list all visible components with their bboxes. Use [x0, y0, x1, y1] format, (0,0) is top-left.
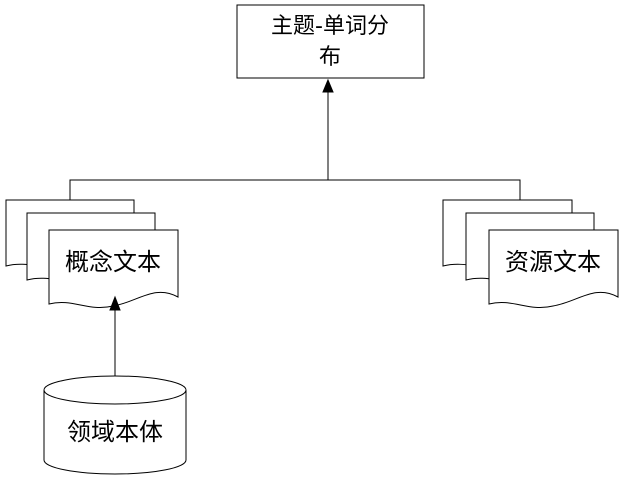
ontology-to-concept-arrow	[110, 297, 120, 376]
topic-word-label-line2: 布	[319, 45, 341, 70]
arrowhead-up-top	[323, 80, 333, 92]
concept-text-label: 概念文本	[65, 248, 161, 276]
resource-text-document-stack: 资源文本	[443, 200, 618, 308]
concept-text-document-stack: 概念文本	[6, 200, 178, 308]
domain-ontology-database: 领域本体	[44, 376, 186, 474]
topic-word-label-line1: 主题-单词分	[271, 14, 389, 39]
domain-ontology-label: 领域本体	[67, 418, 163, 446]
topic-word-distribution-node: 主题-单词分 布	[237, 5, 424, 78]
resource-text-label: 资源文本	[505, 248, 601, 276]
merge-connector	[70, 80, 520, 200]
database-top-ellipse	[44, 376, 186, 404]
